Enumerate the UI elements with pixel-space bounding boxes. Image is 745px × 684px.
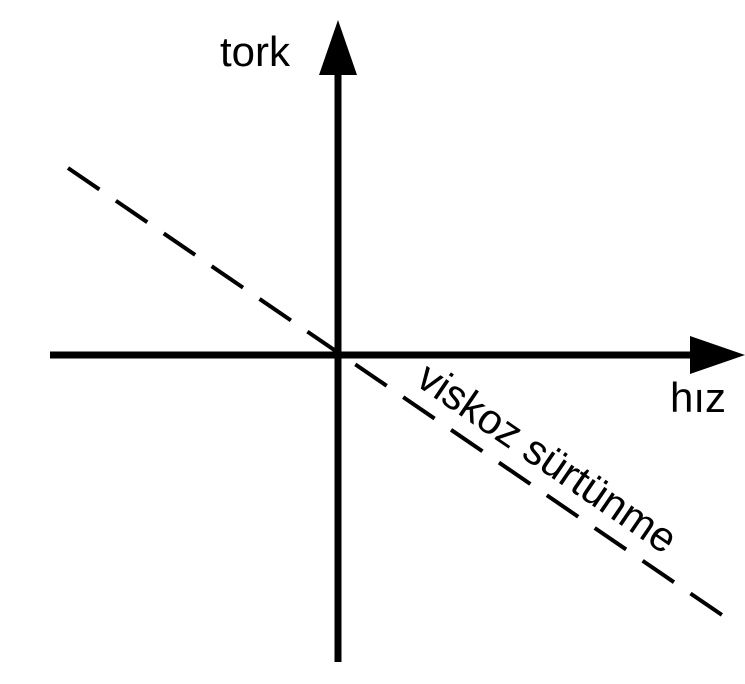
x-axis-arrowhead (690, 336, 745, 374)
y-axis-arrowhead (319, 20, 357, 75)
viscous-friction-label: viskoz sürtünme (409, 353, 686, 563)
x-axis-label: hız (670, 374, 726, 421)
viscous-friction-line (66, 166, 724, 617)
y-axis-label: tork (220, 28, 291, 75)
